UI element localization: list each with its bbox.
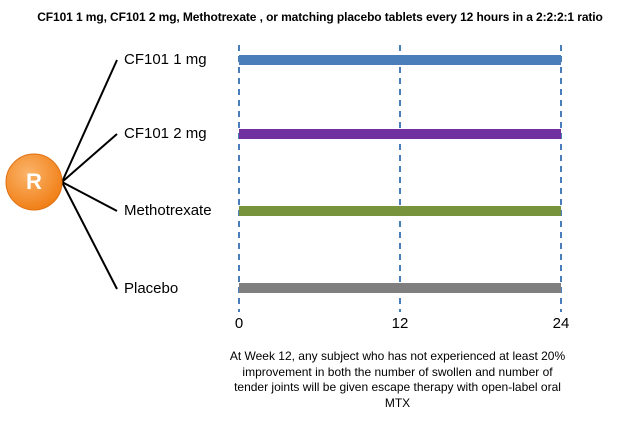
- arm-bar-cf101-2mg: [239, 129, 561, 139]
- arm-label-methotrexate: Methotrexate: [124, 202, 212, 219]
- diagram-title: CF101 1 mg, CF101 2 mg, Methotrexate , o…: [37, 10, 603, 24]
- arm-label-cf101-2mg: CF101 2 mg: [124, 125, 207, 142]
- escape-therapy-note: At Week 12, any subject who has not expe…: [229, 349, 566, 410]
- branch-line-placebo: [61, 181, 118, 290]
- arm-label-placebo: Placebo: [124, 280, 179, 297]
- arm-label-cf101-1mg: CF101 1 mg: [124, 51, 207, 68]
- week-tick-label: 0: [234, 315, 244, 332]
- arm-bar-cf101-1mg: [239, 55, 561, 65]
- randomization-node-label: R: [26, 169, 42, 194]
- randomization-node: [5, 153, 63, 211]
- week-tick-label: 24: [552, 315, 570, 332]
- arm-bar-methotrexate: [239, 206, 561, 216]
- branch-line-cf101-1mg: [61, 59, 118, 183]
- branch-line-methotrexate: [61, 181, 118, 212]
- week-tick-label: 12: [391, 315, 409, 332]
- arm-bar-placebo: [239, 283, 561, 293]
- branch-line-cf101-2mg: [61, 133, 118, 183]
